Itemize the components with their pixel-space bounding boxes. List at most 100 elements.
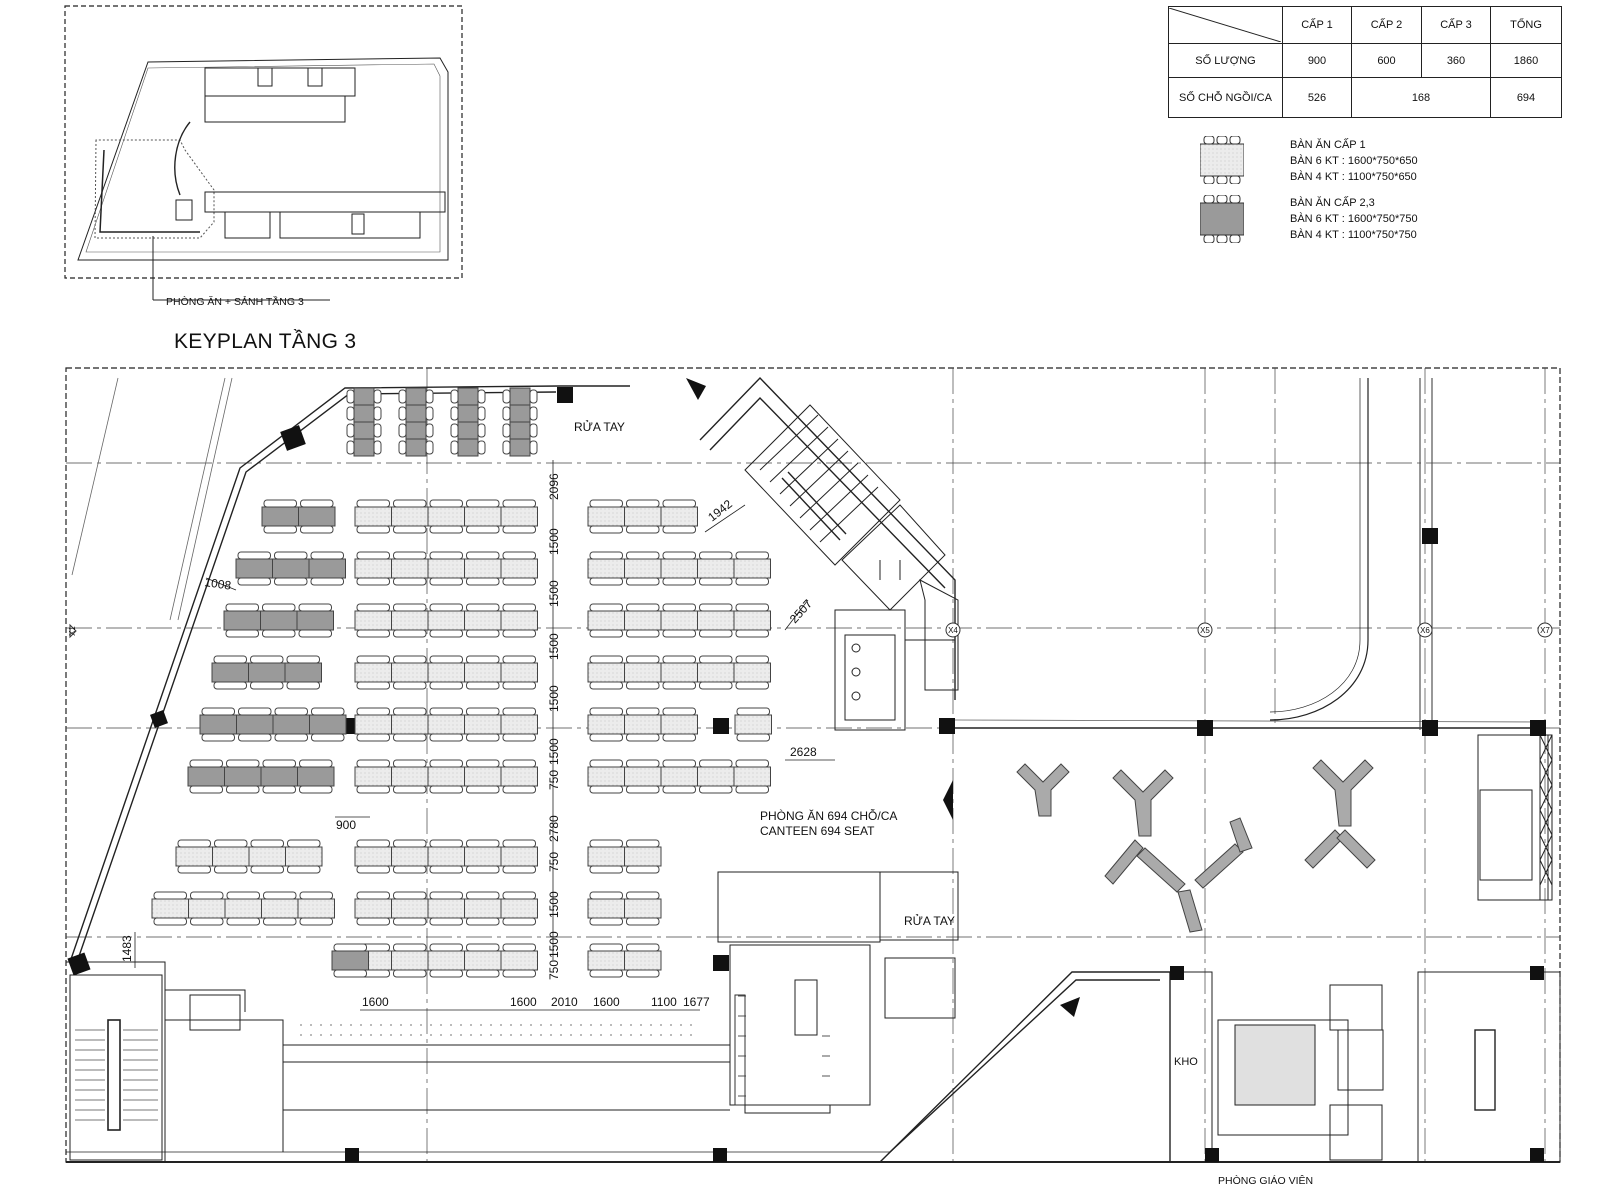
legend-grade23: BÀN ĂN CẤP 2,3 BÀN 6 KT : 1600*750*750 B… <box>1290 195 1418 243</box>
table-column-1 <box>346 387 382 457</box>
table-row-left-5 <box>199 707 347 742</box>
dim-1100: 1100 <box>651 995 677 1009</box>
service-blocks <box>66 871 959 1162</box>
label-canteen-en: CANTEEN 694 SEAT <box>760 824 875 838</box>
table-row-center-3 <box>354 603 538 638</box>
dim-1942: 1942 <box>705 497 735 525</box>
table-row-left-7 <box>175 839 323 874</box>
legend-grade1-title: BÀN ĂN CẤP 1 <box>1290 139 1366 151</box>
cell-quantity-total: 1860 <box>1490 43 1562 78</box>
table-row-right-1 <box>587 499 698 534</box>
grid-mark-x4: X4 <box>948 626 958 635</box>
label-canteen-vi: PHÒNG ĂN 694 CHỖ/CA <box>760 808 897 823</box>
cell-seats-total: 694 <box>1490 77 1562 118</box>
grid-bubbles: X1 X4 X5 X6 X7 <box>68 622 1553 639</box>
dim-v-2096: 2096 <box>547 473 561 500</box>
stair-core <box>744 404 959 691</box>
row-label-quantity: SỐ LƯỢNG <box>1168 43 1283 78</box>
table-row-right-3 <box>587 603 771 638</box>
dim-v-1500-b: 1500 <box>547 580 561 607</box>
dim-1600-a: 1600 <box>362 995 389 1009</box>
keyplan: PHÒNG ĂN + SẢNH TẦNG 3 <box>64 5 463 308</box>
legend-grade1-line2: BÀN 4 KT : 1100*750*650 <box>1290 171 1417 183</box>
room-labels: RỬA TAY RỬA TAY PHÒNG ĂN 694 CHỖ/CA CANT… <box>574 419 1313 1187</box>
table-row-center-4 <box>354 655 538 690</box>
legend-grade23-line2: BÀN 4 KT : 1100*750*750 <box>1290 229 1417 241</box>
table-row-extra <box>734 707 772 742</box>
dim-2628: 2628 <box>790 745 817 759</box>
header-grade3: CẤP 3 <box>1421 6 1491 44</box>
table-row-right-6 <box>587 759 771 794</box>
grid-mark-x7: X7 <box>1540 626 1550 635</box>
cell-quantity-grade1: 900 <box>1282 43 1352 78</box>
table-row-center-8 <box>354 891 538 926</box>
dim-1677: 1677 <box>683 995 710 1009</box>
table-row-right-2 <box>587 551 771 586</box>
dining-tables <box>151 387 772 978</box>
legend-grade23-title: BÀN ĂN CẤP 2,3 <box>1290 197 1375 209</box>
legend-grade1: BÀN ĂN CẤP 1 BÀN 6 KT : 1600*750*650 BÀN… <box>1290 137 1418 185</box>
table-row-left-3 <box>223 603 334 638</box>
grid-mark-x5: X5 <box>1200 626 1210 635</box>
dim-1008: 1008 <box>204 575 233 593</box>
diagonal-line <box>1169 8 1281 42</box>
dim-v-1500-d: 1500 <box>547 685 561 712</box>
dim-v-2780: 2780 <box>547 815 561 842</box>
table-row-right-5 <box>587 707 698 742</box>
seat-summary-table: CẤP 1 CẤP 2 CẤP 3 TỔNG SỐ LƯỢNG 900 600 … <box>1168 6 1562 118</box>
dim-v-1500-a: 1500 <box>547 528 561 555</box>
dim-1600-c: 1600 <box>593 995 620 1009</box>
table-row-center-1 <box>354 499 538 534</box>
dim-v-1500-e: 1500 <box>547 738 561 765</box>
cell-seats-grade23: 168 <box>1351 77 1491 118</box>
table-corner-cell <box>1168 6 1283 44</box>
table-column-4 <box>502 387 538 457</box>
cell-quantity-grade3: 360 <box>1421 43 1491 78</box>
table-row-center-2 <box>354 551 538 586</box>
table-row-left-8 <box>151 891 335 926</box>
table-row-left-6 <box>187 759 335 794</box>
legend-icon-grade23 <box>1200 195 1244 243</box>
keyplan-title: KEYPLAN TẦNG 3 <box>174 330 357 353</box>
label-handwash-bottom: RỬA TAY <box>904 913 955 928</box>
teacher-area <box>1169 734 1561 1163</box>
table-column-3 <box>450 387 486 457</box>
label-handwash-top: RỬA TAY <box>574 419 625 434</box>
structural-columns <box>67 378 1546 1162</box>
legend-icon-grade1 <box>1200 136 1244 184</box>
header-grade2: CẤP 2 <box>1351 6 1422 44</box>
vertical-dimensions: 2096 1500 1500 1500 1500 1500 750 2780 7… <box>120 473 561 980</box>
table-row-center-7 <box>354 839 538 874</box>
dim-v-1500-c: 1500 <box>547 633 561 660</box>
table-row-left-small <box>331 943 369 978</box>
dim-2010: 2010 <box>551 995 578 1009</box>
label-teachers-room: PHÒNG GIÁO VIÊN <box>1218 1174 1313 1187</box>
dimension-lines <box>134 460 835 1011</box>
table-row-center-5 <box>354 707 538 742</box>
table-row-right-7 <box>587 839 662 874</box>
header-total: TỔNG <box>1490 6 1562 44</box>
dim-v-750-c: 750 <box>547 960 561 980</box>
dim-1600-b: 1600 <box>510 995 537 1009</box>
dim-2507: 2507 <box>787 597 815 626</box>
cell-seats-grade1: 526 <box>1282 77 1352 118</box>
cell-quantity-grade2: 600 <box>1351 43 1422 78</box>
legend-grade23-line1: BÀN 6 KT : 1600*750*750 <box>1290 213 1418 225</box>
table-row-center-9 <box>354 943 538 978</box>
grid-mark-x1: X1 <box>68 626 77 636</box>
label-storage: KHO <box>1174 1056 1198 1068</box>
wc-block-middle <box>834 609 955 731</box>
dim-v-750-b: 750 <box>547 852 561 872</box>
table-row-left-2 <box>235 551 346 586</box>
table-row-right-4 <box>587 655 771 690</box>
grid-mark-x6: X6 <box>1420 626 1430 635</box>
dim-v-1500-g: 1500 <box>547 931 561 958</box>
table-row-right-8 <box>587 891 662 926</box>
dim-900: 900 <box>336 818 356 832</box>
keyplan-callout: PHÒNG ĂN + SẢNH TẦNG 3 <box>166 295 304 308</box>
legend-grade1-line1: BÀN 6 KT : 1600*750*650 <box>1290 155 1418 167</box>
lobby-benches <box>1016 759 1376 933</box>
dim-v-1500-f: 1500 <box>547 891 561 918</box>
dim-v-750-a: 750 <box>547 770 561 790</box>
table-row-left-4 <box>211 655 322 690</box>
